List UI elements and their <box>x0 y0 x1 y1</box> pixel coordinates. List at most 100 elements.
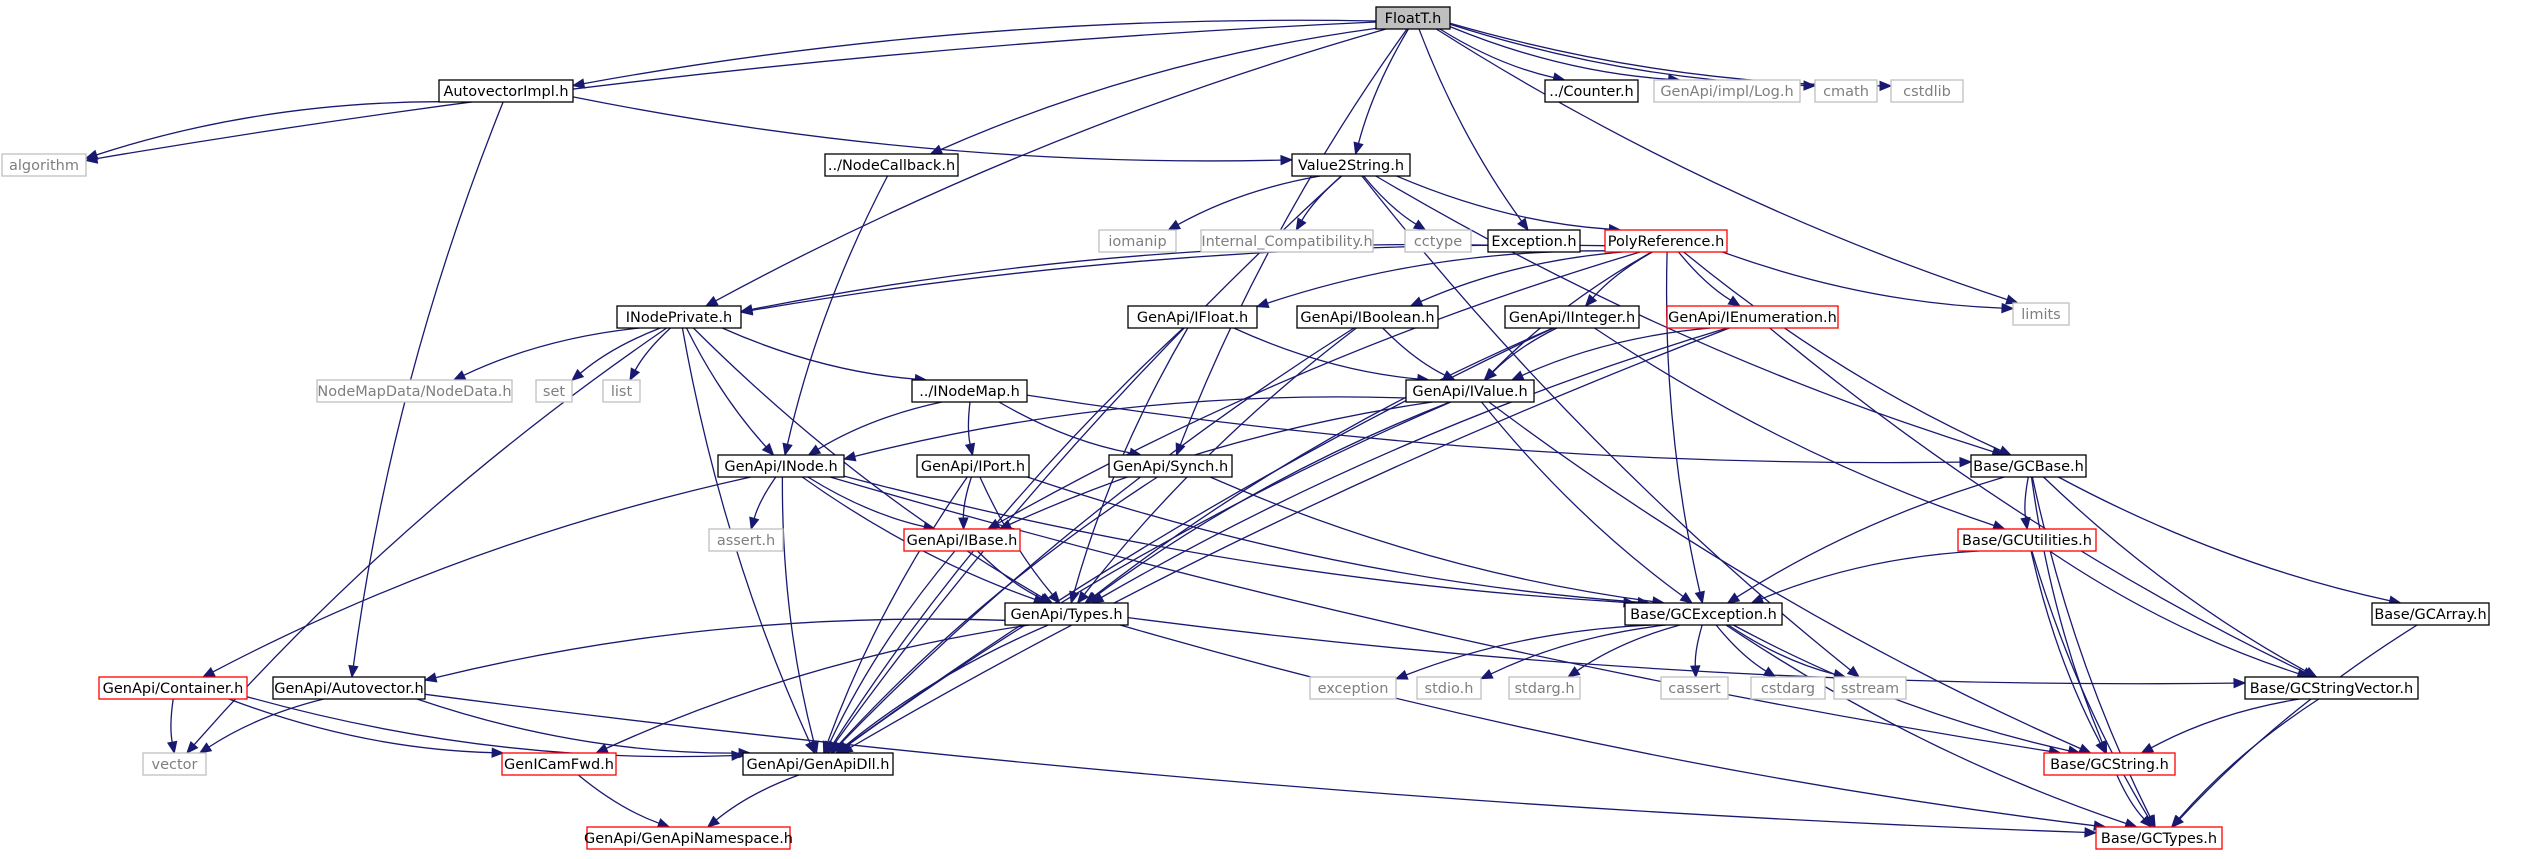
node-label-sstream: sstream <box>1841 681 1899 697</box>
node-iport[interactable]: GenApi/IPort.h <box>916 454 1030 478</box>
node-ienumeration[interactable]: GenApi/IEnumeration.h <box>1666 305 1839 329</box>
edge-polyreference-to-gcbase <box>1683 251 2001 452</box>
node-gcutilities[interactable]: Base/GCUtilities.h <box>1957 528 2097 552</box>
node-gcarray[interactable]: Base/GCArray.h <box>2371 602 2490 626</box>
edge-floatt-to-limits <box>1435 28 2008 301</box>
edge-genicamfwd-to-genapinamespace <box>577 774 660 824</box>
edge-ienumeration-to-genapidll <box>850 327 1730 749</box>
node-box-list <box>602 379 641 403</box>
edge-inodeprivate-to-list <box>634 327 671 371</box>
node-label-autovectorimpl: AutovectorImpl.h <box>443 84 568 100</box>
edge-synch-to-genapidll <box>837 476 1158 746</box>
edge-inode-to-container <box>212 476 752 673</box>
edge-types-to-genapidll <box>844 624 1049 747</box>
node-cstdlib: cstdlib <box>1890 79 1964 103</box>
node-types[interactable]: GenApi/Types.h <box>1004 602 1129 626</box>
node-inodemap[interactable]: ../INodeMap.h <box>911 379 1028 403</box>
edge-arrowhead-gcstringvector-to-gcstring <box>2140 742 2155 754</box>
edge-types-to-autovector <box>435 618 1006 679</box>
edge-inodemap-to-iport <box>967 401 971 445</box>
edge-inodemap-to-inode <box>817 401 943 450</box>
edge-inodeprivate-to-nodedata <box>463 327 640 376</box>
node-counter[interactable]: ../Counter.h <box>1544 79 1639 103</box>
node-iboolean[interactable]: GenApi/IBoolean.h <box>1296 305 1439 329</box>
node-box-container <box>98 676 248 700</box>
node-box-gcarray <box>2371 602 2490 626</box>
node-label-genapinamespace: GenApi/GenApiNamespace.h <box>584 831 793 847</box>
node-exception_h[interactable]: Exception.h <box>1487 229 1581 253</box>
node-gcbase[interactable]: Base/GCBase.h <box>1970 454 2087 478</box>
edge-arrowhead-polyreference-to-gcbase <box>1998 445 2013 456</box>
edge-iport-to-genapidll <box>826 476 968 743</box>
node-assert: assert.h <box>708 528 784 552</box>
edge-arrowhead-gcexception-to-stdarg <box>1567 666 1581 678</box>
node-inode[interactable]: GenApi/INode.h <box>717 454 845 478</box>
edge-arrowhead-floatt-to-value2string <box>1353 141 1364 156</box>
node-label-cassert: cassert <box>1668 681 1721 697</box>
node-iinteger[interactable]: GenApi/IInteger.h <box>1504 305 1640 329</box>
node-box-autovector <box>272 676 426 700</box>
node-box-genapinamespace <box>586 826 791 850</box>
node-gcstringvector[interactable]: Base/GCStringVector.h <box>2244 676 2419 700</box>
edge-exception_h-to-inodeprivate <box>751 243 1489 311</box>
node-polyreference[interactable]: PolyReference.h <box>1604 229 1728 253</box>
node-box-iinteger <box>1504 305 1640 329</box>
node-gcstring[interactable]: Base/GCString.h <box>2043 752 2176 776</box>
edge-autovectorimpl-to-value2string <box>572 96 1282 162</box>
node-autovector[interactable]: GenApi/Autovector.h <box>272 676 426 700</box>
edge-arrowhead-types-to-genapidll <box>835 741 849 754</box>
node-genapinamespace[interactable]: GenApi/GenApiNamespace.h <box>584 826 793 850</box>
node-box-cmath <box>1814 79 1878 103</box>
edge-gcbase-to-gcarray <box>2058 476 2391 602</box>
node-floatt[interactable]: FloatT.h <box>1375 6 1451 30</box>
edge-gcexception-to-cstdarg <box>1715 624 1767 672</box>
edge-gcarray-to-gctypes <box>2179 624 2418 820</box>
edge-inode-to-gcexception <box>843 475 1625 603</box>
edge-arrowhead-value2string-to-cctype <box>1412 219 1427 231</box>
edge-gcbase-to-gcexception <box>1736 476 2005 598</box>
edge-arrowhead-inodeprivate-to-nodedata <box>452 370 467 381</box>
edge-gcutilities-to-gcstring <box>2030 550 2101 744</box>
node-label-inodemap: ../INodeMap.h <box>919 384 1020 400</box>
node-genapidll[interactable]: GenApi/GenApiDll.h <box>742 752 894 776</box>
node-gctypes[interactable]: Base/GCTypes.h <box>2095 826 2223 850</box>
edge-value2string-to-polyreference <box>1396 175 1610 230</box>
edge-polyreference-to-gcexception <box>1665 251 1701 593</box>
node-ifloat[interactable]: GenApi/IFloat.h <box>1127 305 1258 329</box>
node-gcexception[interactable]: Base/GCException.h <box>1624 602 1783 626</box>
node-label-ienumeration: GenApi/IEnumeration.h <box>1668 310 1837 326</box>
edge-polyreference-to-ibase <box>997 251 1641 525</box>
node-box-iomanip <box>1098 229 1177 253</box>
edge-types-to-genicamfwd <box>605 624 1030 749</box>
edge-gcexception-to-gctypes <box>1725 624 2127 825</box>
node-value2string[interactable]: Value2String.h <box>1291 153 1411 177</box>
node-autovectorimpl[interactable]: AutovectorImpl.h <box>438 79 574 103</box>
node-box-limits <box>2012 302 2070 326</box>
node-ivalue[interactable]: GenApi/IValue.h <box>1405 379 1535 403</box>
node-container[interactable]: GenApi/Container.h <box>98 676 248 700</box>
edge-arrowhead-autovectorimpl-to-autovector <box>348 664 359 679</box>
node-synch[interactable]: GenApi/Synch.h <box>1108 454 1233 478</box>
node-inodeprivate[interactable]: INodePrivate.h <box>616 305 742 329</box>
node-ibase[interactable]: GenApi/IBase.h <box>903 528 1021 552</box>
edge-arrowhead-value2string-to-sstream <box>1846 665 1861 678</box>
edge-ivalue-to-ibase <box>1009 401 1433 526</box>
node-label-floatt: FloatT.h <box>1385 11 1442 27</box>
node-algorithm: algorithm <box>1 153 87 177</box>
edge-ibase-to-genapidll <box>829 550 956 744</box>
node-box-gcexception <box>1624 602 1783 626</box>
node-nodecallback[interactable]: ../NodeCallback.h <box>824 153 959 177</box>
node-label-polyreference: PolyReference.h <box>1608 234 1725 250</box>
node-label-synch: GenApi/Synch.h <box>1113 459 1228 475</box>
edge-polyreference-to-iinteger <box>1592 251 1653 299</box>
node-label-autovector: GenApi/Autovector.h <box>274 681 424 697</box>
edge-arrowhead-ivalue-to-gcexception <box>1679 592 1694 604</box>
edge-floatt-to-cmath <box>1449 23 1805 87</box>
node-label-gcutilities: Base/GCUtilities.h <box>1962 533 2092 549</box>
node-box-nodedata <box>316 379 513 403</box>
node-genicamfwd[interactable]: GenICamFwd.h <box>501 752 617 776</box>
node-label-iomanip: iomanip <box>1108 234 1166 250</box>
edge-arrowhead-inodeprivate-to-inode <box>761 442 775 456</box>
edge-autovectorimpl-to-algorithm <box>96 101 440 156</box>
